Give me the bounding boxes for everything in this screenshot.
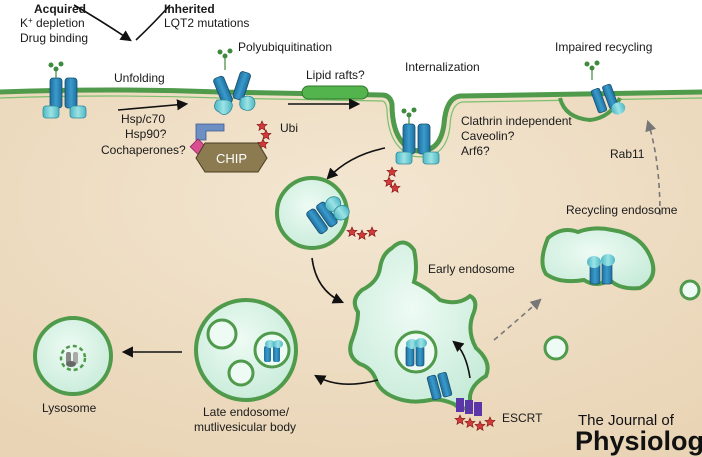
unfolding-label: Unfolding [114,71,165,85]
caveolin-label: Caveolin? [461,129,515,143]
internal-vesicle-channel [405,338,427,367]
acquired-line1: K+ depletion [20,16,85,30]
small-vesicle-1 [543,335,569,361]
recycling-arrow [493,298,542,341]
plasma-membrane [0,87,702,154]
impaired-recycling-label: Impaired recycling [555,40,652,54]
inherited-line1: LQT2 mutations [164,16,249,30]
hsp90-label: Hsp90? [125,127,167,141]
cytoplasm [0,90,702,457]
to-late-endosome-arrow [314,374,379,386]
chip-box [195,142,268,173]
acquired-line2: Drug binding [20,31,88,45]
early-endosome-label: Early endosome [428,262,515,276]
polyubiquitination-label: Polyubiquitination [238,40,332,54]
hsp-c70-label: Hsp/c70 [121,112,165,126]
late-endosome-label-2: mutlivesicular body [194,420,296,434]
hsp-c70-shape [195,123,225,141]
escrt-channel [426,371,453,401]
inward-budding-arrow [452,340,471,379]
recycling-endosome-label: Recycling endosome [566,203,678,217]
vesicle-channel [306,196,350,235]
inherited-arrow [135,4,171,41]
recycling-endosome-channel [587,254,615,285]
lipid-rafts-label: Lipid rafts? [306,68,365,82]
recycled-glycans [584,60,600,80]
acquired-title: Acquired [34,2,86,16]
inherited-title: Inherited [164,2,215,16]
early-endosome [348,240,490,411]
lysosome-label: Lysosome [42,401,97,415]
escrt-complex [454,398,496,431]
chip-label: CHIP [216,151,247,166]
cochaperones-label: Cochaperones? [101,143,186,157]
degraded-channel [66,352,78,367]
mvb-channel [264,340,283,362]
escrt-label: ESCRT [502,411,543,425]
rab11-label: Rab11 [610,147,645,161]
clathrin-independent-label: Clathrin independent [461,114,572,128]
journal-name-line1: The Journal of [578,412,675,429]
recycled-channel [590,83,626,115]
rab11-arrow [645,119,661,216]
acquired-arrow [73,4,132,42]
to-early-endosome-arrow [311,257,345,304]
endocytosis-arrow [326,147,386,180]
late-endosome-label-1: Late endosome/ [203,405,290,419]
lipid-raft [301,85,369,100]
small-vesicle-2 [679,279,701,301]
unfolding-arrow [117,99,189,111]
surface-glycans [217,48,233,70]
internalization-label: Internalization [405,60,480,74]
journal-name-line2: Physiology [575,426,702,456]
arf6-label: Arf6? [461,144,490,158]
ubi-label: Ubi [280,121,298,135]
